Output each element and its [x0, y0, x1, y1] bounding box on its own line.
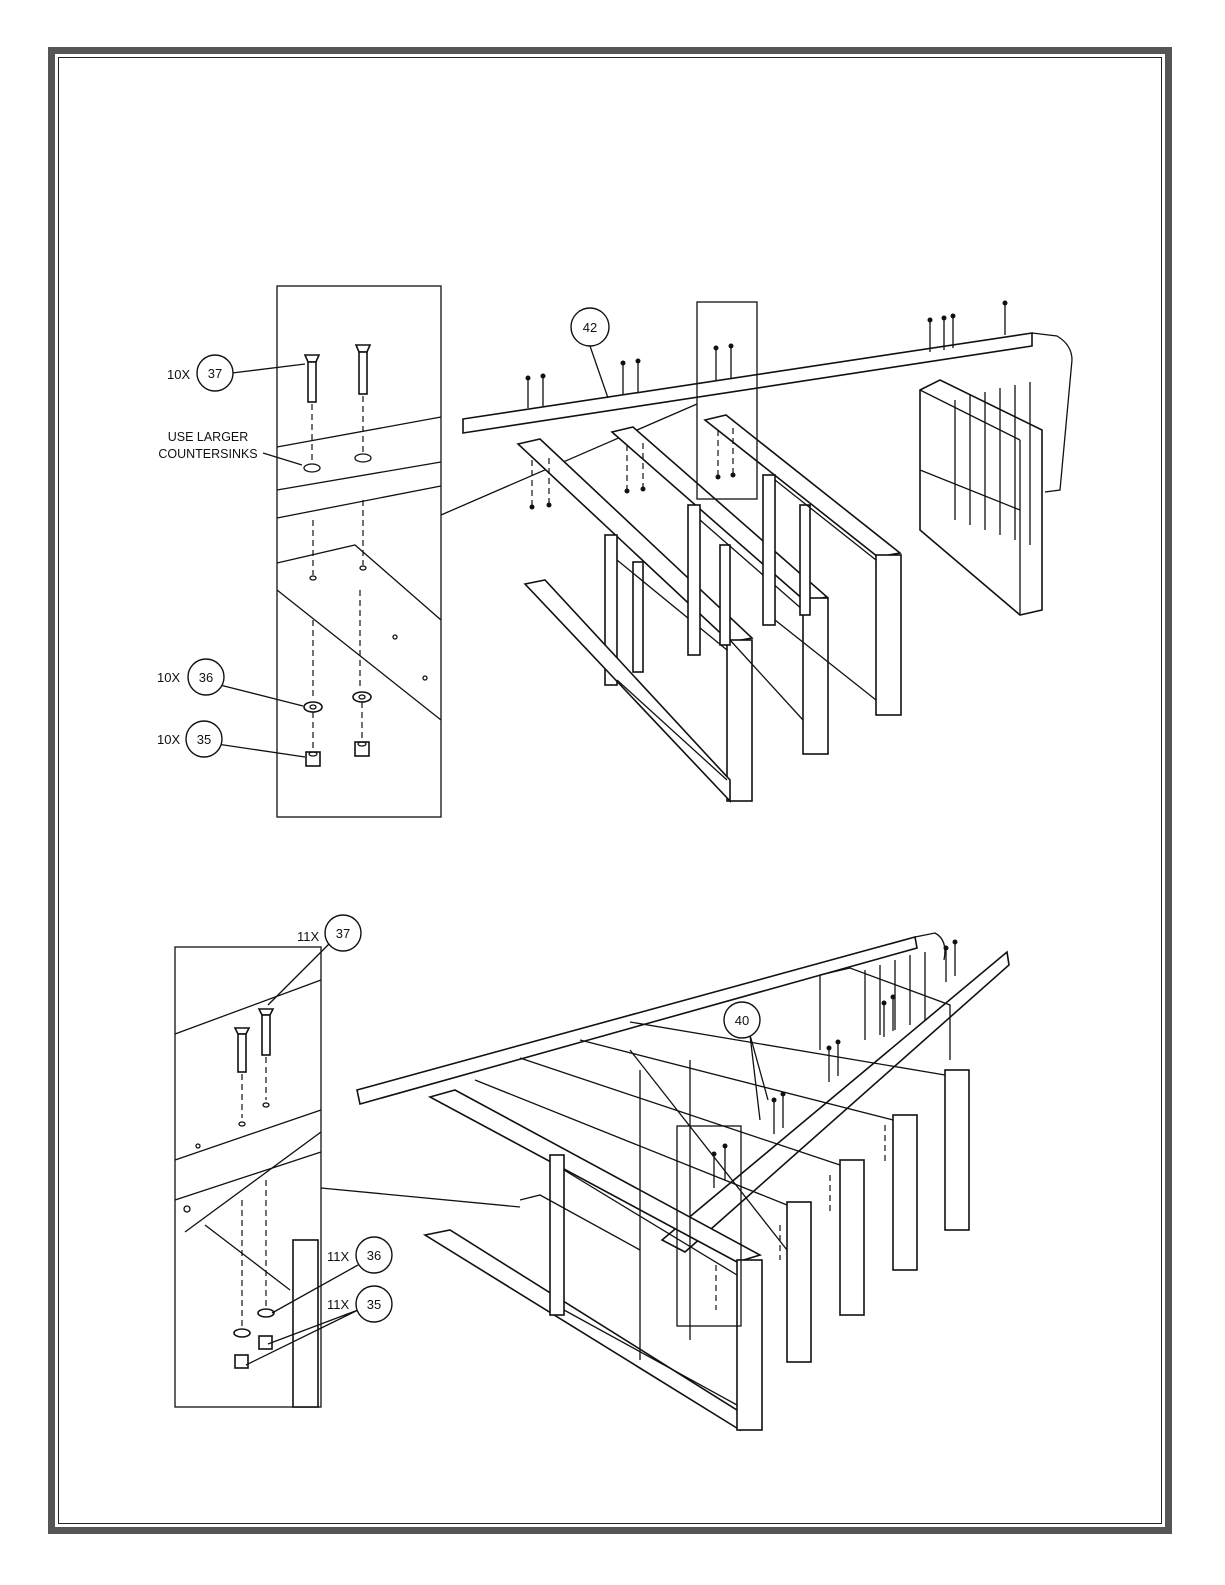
callout-35-top: 10X 35	[157, 721, 222, 757]
svg-text:10X: 10X	[157, 732, 180, 747]
svg-text:42: 42	[583, 320, 597, 335]
callout-37-top: 10X 37	[167, 355, 233, 391]
frame-1	[518, 439, 752, 801]
svg-text:40: 40	[735, 1013, 749, 1028]
callout-36-top: 10X 36	[157, 659, 224, 695]
callout-37-bottom: 11X 37	[297, 915, 361, 951]
callout-42: 42	[571, 308, 609, 346]
svg-text:11X: 11X	[297, 929, 319, 944]
bottom-detail-view	[175, 942, 520, 1407]
svg-text:USE LARGER: USE LARGER	[168, 430, 249, 444]
svg-text:35: 35	[367, 1297, 381, 1312]
svg-text:37: 37	[208, 366, 222, 381]
nut-icon	[306, 742, 369, 766]
svg-text:37: 37	[336, 926, 350, 941]
back-frame	[920, 380, 1042, 615]
svg-text:10X: 10X	[167, 367, 190, 382]
nut-icon	[235, 1336, 272, 1368]
callout-35-bottom: 11X 35	[327, 1286, 392, 1322]
svg-text:11X: 11X	[327, 1249, 349, 1264]
washer-icon	[304, 692, 371, 712]
bolt-icon	[305, 345, 370, 402]
svg-text:11X: 11X	[327, 1297, 349, 1312]
top-main-view	[463, 301, 1072, 802]
callout-40: 40	[724, 1002, 760, 1038]
washer-icon	[234, 1309, 274, 1337]
svg-text:36: 36	[199, 670, 213, 685]
svg-text:10X: 10X	[157, 670, 180, 685]
svg-text:36: 36	[367, 1248, 381, 1263]
top-detail-view	[217, 286, 697, 817]
svg-text:35: 35	[197, 732, 211, 747]
bolt-icon	[235, 1009, 273, 1072]
svg-text:COUNTERSINKS: COUNTERSINKS	[158, 447, 257, 461]
bottom-main-view	[357, 933, 1009, 1430]
note-countersinks: USE LARGER COUNTERSINKS	[158, 430, 257, 461]
top-board-42-lower	[357, 937, 917, 1104]
callout-36-bottom: 11X 36	[327, 1237, 392, 1273]
